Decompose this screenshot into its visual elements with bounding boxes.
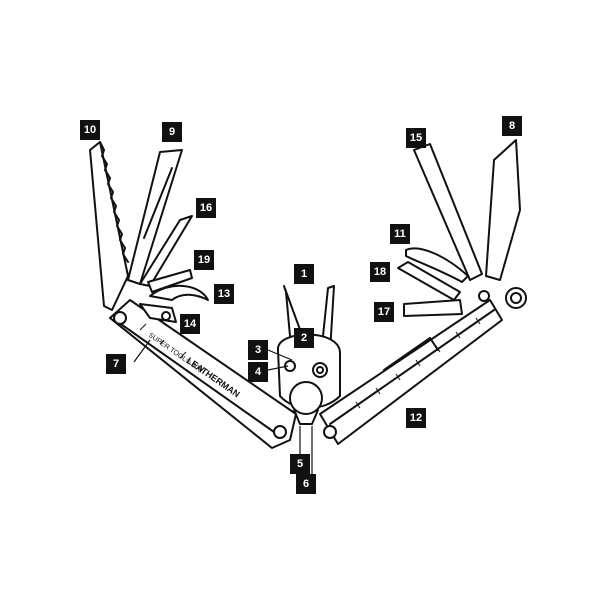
callout-7: 7: [106, 354, 126, 374]
svg-text:6: 6: [303, 478, 309, 490]
svg-text:5: 5: [297, 458, 303, 470]
left-handle: LEATHERMAN SUPER TOOL® 300: [109, 299, 297, 449]
callout-18: 18: [370, 262, 390, 282]
callout-5: 5: [290, 454, 310, 474]
svg-text:11: 11: [394, 228, 406, 240]
callout-4: 4: [248, 362, 268, 382]
callout-6: 6: [296, 474, 316, 494]
callout-15: 15: [406, 128, 426, 148]
svg-text:2: 2: [301, 332, 307, 344]
right-handle: [319, 299, 503, 445]
left-tools: [89, 141, 209, 323]
svg-text:14: 14: [184, 318, 197, 330]
callout-1: 1: [294, 264, 314, 284]
svg-text:16: 16: [200, 202, 212, 214]
right-tools: [397, 139, 527, 317]
callout-12: 12: [406, 408, 426, 428]
callouts: 10 9 16 19 13 14 7 1 2 3 4 5 6 15 8 11 1…: [80, 116, 522, 494]
callout-13: 13: [214, 284, 234, 304]
svg-text:8: 8: [509, 120, 515, 132]
svg-text:4: 4: [255, 366, 262, 378]
svg-text:1: 1: [301, 268, 307, 280]
svg-text:10: 10: [84, 124, 96, 136]
svg-text:15: 15: [410, 132, 422, 144]
svg-text:19: 19: [198, 254, 210, 266]
callout-8: 8: [502, 116, 522, 136]
callout-19: 19: [194, 250, 214, 270]
leader-lines: [133, 339, 313, 476]
svg-text:17: 17: [378, 306, 390, 318]
callout-9: 9: [162, 122, 182, 142]
svg-text:18: 18: [374, 266, 386, 278]
callout-3: 3: [248, 340, 268, 360]
callout-17: 17: [374, 302, 394, 322]
svg-text:13: 13: [218, 288, 230, 300]
callout-2: 2: [294, 328, 314, 348]
callout-10: 10: [80, 120, 100, 140]
pliers: [276, 285, 341, 425]
svg-text:7: 7: [113, 358, 119, 370]
callout-11: 11: [390, 224, 410, 244]
callout-14: 14: [180, 314, 200, 334]
svg-text:9: 9: [169, 126, 175, 138]
saw-blade: [89, 141, 129, 311]
svg-text:12: 12: [410, 412, 422, 424]
svg-text:3: 3: [255, 344, 261, 356]
callout-16: 16: [196, 198, 216, 218]
